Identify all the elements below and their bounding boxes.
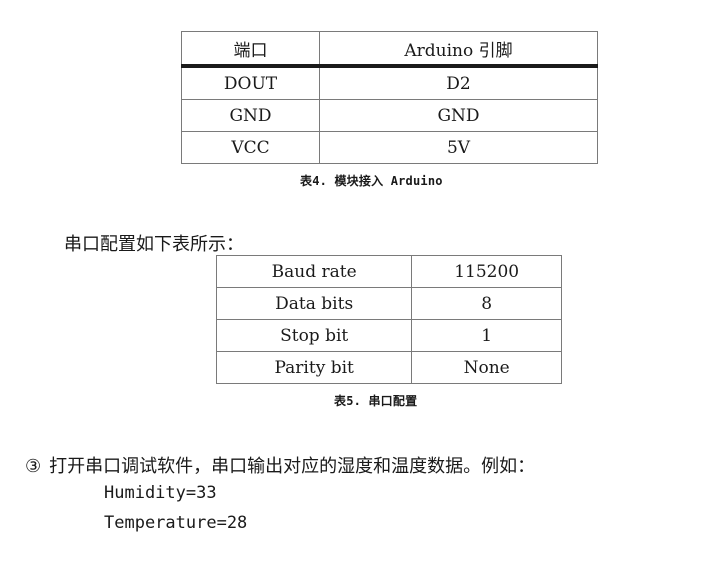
table-cell: DOUT	[181, 65, 320, 100]
table-cell: D2	[318, 65, 599, 100]
header-arduino-pin: Arduino 引脚	[318, 31, 599, 68]
table-row: Baud rate 115200	[215, 255, 562, 288]
table-4-caption: 表4. 模块接入 Arduino	[300, 174, 443, 188]
table-row: DOUT D2	[181, 65, 599, 100]
table-cell: Parity bit	[215, 351, 413, 384]
table-cell: Stop bit	[215, 319, 413, 352]
table-cell: 1	[411, 319, 562, 352]
table-cell: 8	[411, 287, 562, 320]
table-cell: VCC	[181, 131, 320, 164]
table-cell: GND	[181, 99, 320, 132]
table-row: VCC 5V	[181, 131, 599, 164]
table-row: Stop bit 1	[215, 319, 562, 352]
table-row: Data bits 8	[215, 287, 562, 320]
serial-config-intro: 串口配置如下表所示：	[64, 234, 244, 255]
table-cell: GND	[318, 99, 599, 132]
arduino-pin-table: 端口 Arduino 引脚 DOUT D2 GND GND VCC 5V	[181, 31, 599, 164]
table-5-caption: 表5. 串口配置	[334, 394, 418, 408]
table-row: Parity bit None	[215, 351, 562, 384]
table-row: GND GND	[181, 99, 599, 132]
step-number: ③	[25, 456, 42, 477]
example-humidity: Humidity=33	[104, 483, 217, 503]
step-text: 打开串口调试软件，串口输出对应的湿度和温度数据。例如：	[49, 456, 536, 477]
table-cell: Baud rate	[215, 255, 413, 288]
table-cell: 5V	[318, 131, 599, 164]
header-port: 端口	[181, 31, 320, 68]
table-cell: Data bits	[215, 287, 413, 320]
step-instruction: ③ 打开串口调试软件，串口输出对应的湿度和温度数据。例如：	[25, 452, 535, 478]
table-cell: None	[411, 351, 562, 384]
table-cell: 115200	[411, 255, 562, 288]
serial-config-table: Baud rate 115200 Data bits 8 Stop bit 1 …	[215, 255, 562, 384]
table-header-row: 端口 Arduino 引脚	[181, 31, 599, 68]
example-temperature: Temperature=28	[104, 513, 248, 533]
